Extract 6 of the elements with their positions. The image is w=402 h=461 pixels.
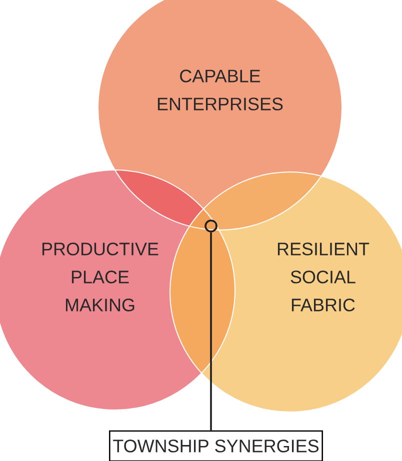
circle-label: PRODUCTIVE PLACE MAKING bbox=[42, 242, 158, 312]
circle-label: RESILIENT SOCIAL FABRIC bbox=[278, 242, 370, 312]
ring-marker bbox=[204, 220, 218, 232]
leader-line bbox=[210, 232, 212, 430]
circle-label: CAPABLE ENTERPRISES bbox=[158, 70, 283, 110]
label-box: TOWNSHIP SYNERGIES bbox=[109, 430, 323, 461]
